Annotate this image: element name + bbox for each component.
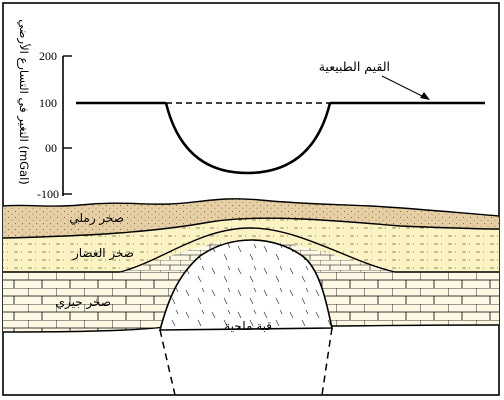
tick-label-200: 200: [39, 49, 57, 63]
label-shale: صخر الغضار: [72, 246, 134, 261]
shale-layer: [3, 218, 499, 272]
natural-value-label: القيم الطبيعية: [319, 59, 390, 75]
label-limestone: صخر جيري: [56, 295, 111, 310]
limestone-base-right: [329, 324, 499, 327]
label-sandstone: صخر رملي: [69, 211, 124, 226]
salt-dome: [158, 239, 333, 331]
gravity-profile: 200 100 00 -100 التغير في التسارع الأرضي…: [16, 19, 485, 201]
shale-limestone-boundary: [3, 227, 499, 273]
ground-surface: [3, 198, 499, 217]
natural-value-arrow: [381, 75, 427, 99]
label-salt-dome: قبة ملحية: [224, 319, 272, 333]
arrow-head: [420, 92, 430, 100]
tick-label-00: 00: [45, 141, 57, 155]
tick-label-minus-100: -100: [37, 187, 59, 201]
gravity-anomaly-curve: [164, 102, 332, 175]
y-axis-title: التغير في التسارع الأرضي (mGal): [16, 19, 31, 185]
cross-section: صخر رملي صخر الغضار صخر جيري قبة ملحية: [3, 198, 499, 395]
sand-shale-boundary: [3, 217, 499, 239]
tick-label-100: 100: [39, 96, 57, 110]
